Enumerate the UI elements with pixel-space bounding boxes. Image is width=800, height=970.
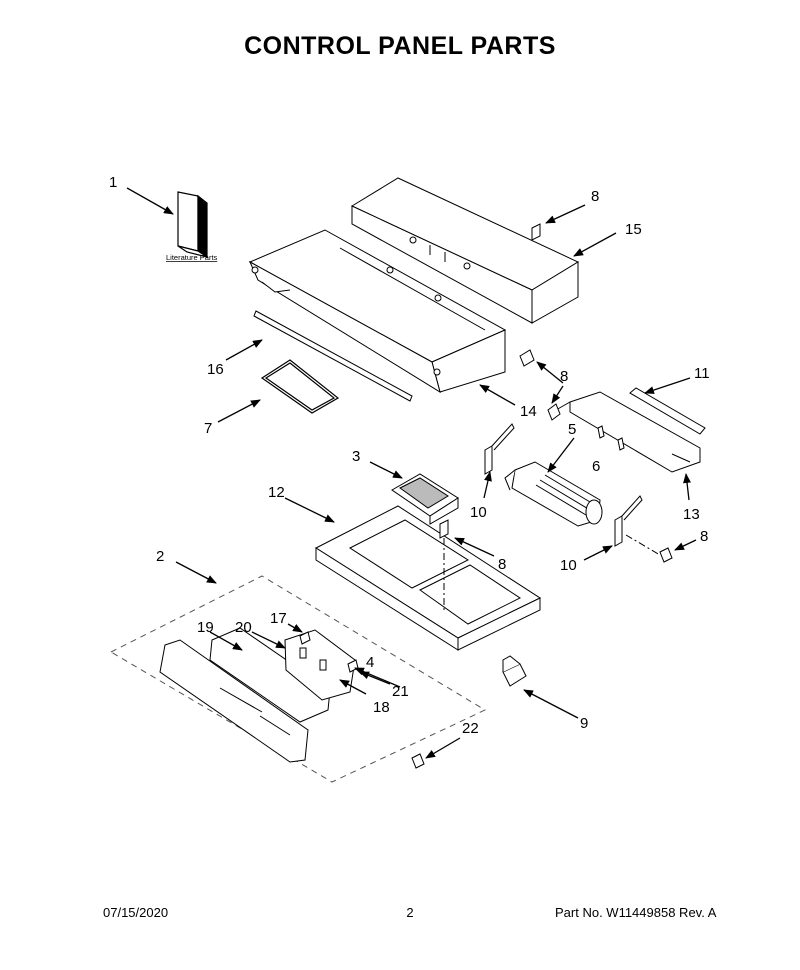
callout-8: 8 <box>591 188 599 205</box>
insulation-strip <box>629 387 706 435</box>
blower-fan <box>504 461 603 527</box>
callout-1: 1 <box>109 174 117 191</box>
callout-17: 17 <box>270 610 287 627</box>
callout-7: 7 <box>204 420 212 437</box>
trim-strip <box>253 310 413 402</box>
touch-panel-glass <box>159 639 309 763</box>
callout-2: 2 <box>156 548 164 565</box>
dash-dot-guide-lines <box>443 534 661 612</box>
callout-11: 11 <box>694 365 710 382</box>
callout-10: 10 <box>470 504 487 521</box>
base-plate <box>314 505 542 651</box>
control-panel-housing <box>248 229 507 394</box>
side-bracket-right <box>614 495 643 547</box>
callout-16: 16 <box>207 361 224 378</box>
callout-18: 18 <box>373 699 390 716</box>
blower-bracket <box>555 391 701 473</box>
callout-8: 8 <box>560 368 568 385</box>
callout-10: 10 <box>560 557 577 574</box>
page-title: CONTROL PANEL PARTS <box>244 32 556 60</box>
callout-4: 4 <box>366 654 374 671</box>
callout-labels: 1 8 15 16 8 11 7 14 5 6 3 12 10 13 8 8 1… <box>109 174 710 737</box>
footer-page-number: 2 <box>406 905 414 920</box>
gasket-pad <box>260 359 340 414</box>
callout-3: 3 <box>352 448 360 465</box>
electronic-control-board <box>391 473 459 525</box>
callout-8: 8 <box>700 528 708 545</box>
leader-arrows <box>126 187 697 759</box>
callout-6: 6 <box>592 458 600 475</box>
footer-date: 07/15/2020 <box>103 905 169 920</box>
callout-15: 15 <box>625 221 642 238</box>
callout-8: 8 <box>498 556 506 573</box>
callout-13: 13 <box>683 506 700 523</box>
footer-part-number: Part No. W11449858 Rev. A <box>555 905 717 920</box>
rear-top-panel <box>350 177 580 324</box>
literature-booklet <box>177 191 208 259</box>
foot-bracket <box>502 655 527 687</box>
screw-icon <box>299 223 673 769</box>
callout-14: 14 <box>520 403 537 420</box>
callout-9: 9 <box>580 715 588 732</box>
callout-20: 20 <box>235 619 252 636</box>
circuit-boards <box>209 627 356 723</box>
callout-5: 5 <box>568 421 576 438</box>
literature-parts-label: Literature Parts <box>166 253 218 262</box>
callout-22: 22 <box>462 720 479 737</box>
callout-19: 19 <box>197 619 214 636</box>
callout-21: 21 <box>392 683 409 700</box>
side-bracket-left <box>484 423 515 475</box>
callout-12: 12 <box>268 484 285 501</box>
